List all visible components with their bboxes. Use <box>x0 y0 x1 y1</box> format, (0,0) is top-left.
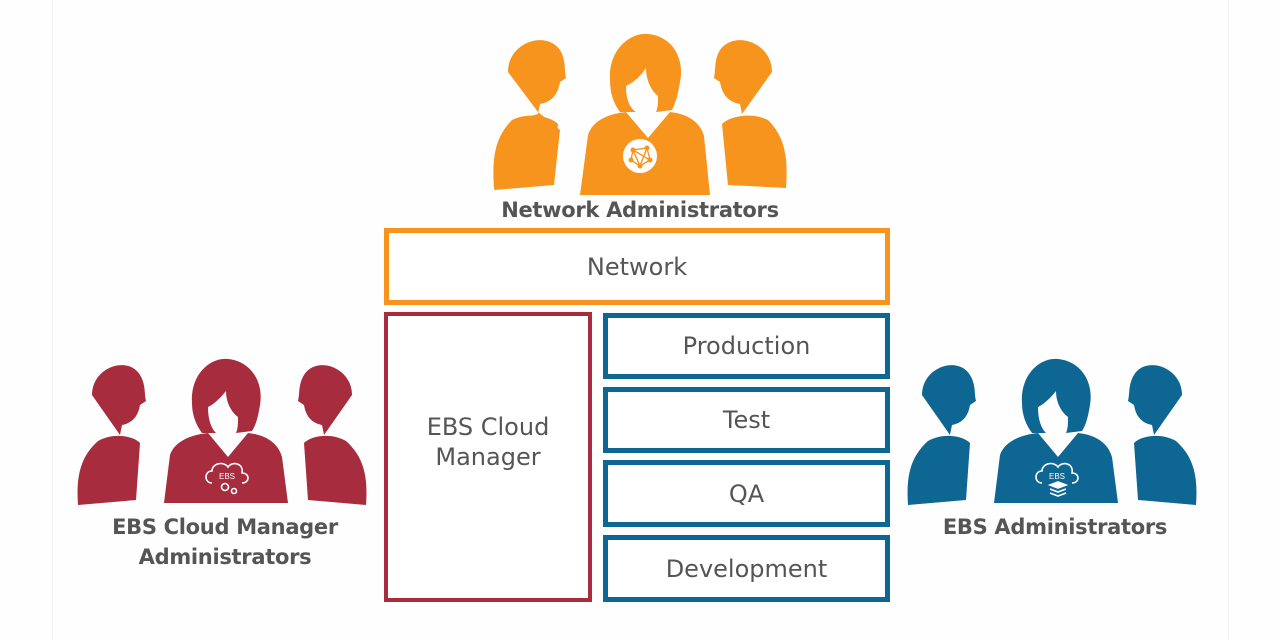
network-admins-people-icon <box>493 33 787 195</box>
ebs-admins-badge-text: EBS <box>1049 472 1065 481</box>
cloud-manager-badge-text: EBS <box>219 472 235 481</box>
ebs-admins-group: EBS EBS Administrators <box>900 345 1210 550</box>
network-admins-label: Network Administrators <box>501 198 779 222</box>
environment-box-qa: QA <box>603 460 890 527</box>
environment-label: QA <box>728 479 765 508</box>
network-mesh-icon <box>628 145 653 169</box>
network-admins-group: Network Administrators <box>480 20 800 222</box>
environment-label: Development <box>665 554 828 583</box>
network-box: Network <box>384 228 890 305</box>
environment-label: Test <box>722 406 771 434</box>
cloud-manager-admins-label-line2: Administrators <box>138 545 312 569</box>
network-box-label: Network <box>586 252 688 281</box>
ebs-admins-people-icon: EBS <box>907 358 1197 505</box>
page-edge-left <box>52 0 53 640</box>
cloud-manager-admins-group: EBS EBS Cloud Manager Administrators <box>70 345 380 580</box>
cloud-manager-admins-label-line1: EBS Cloud Manager <box>112 515 338 539</box>
cloud-manager-box-line2: Manager <box>435 443 541 471</box>
cloud-manager-admins-people-icon: EBS <box>77 358 367 505</box>
cloud-manager-box: EBS Cloud Manager <box>384 312 592 602</box>
ebs-admins-label: EBS Administrators <box>942 515 1168 539</box>
environment-box-development: Development <box>603 535 890 602</box>
environment-label: Production <box>682 332 811 360</box>
page-edge-right <box>1228 0 1229 640</box>
ebs-cloud-gears-icon <box>205 462 249 495</box>
environment-box-production: Production <box>603 313 890 379</box>
ebs-cloud-stack-icon <box>1035 462 1079 497</box>
cloud-manager-box-line1: EBS Cloud <box>426 413 550 441</box>
environment-box-test: Test <box>603 387 890 453</box>
